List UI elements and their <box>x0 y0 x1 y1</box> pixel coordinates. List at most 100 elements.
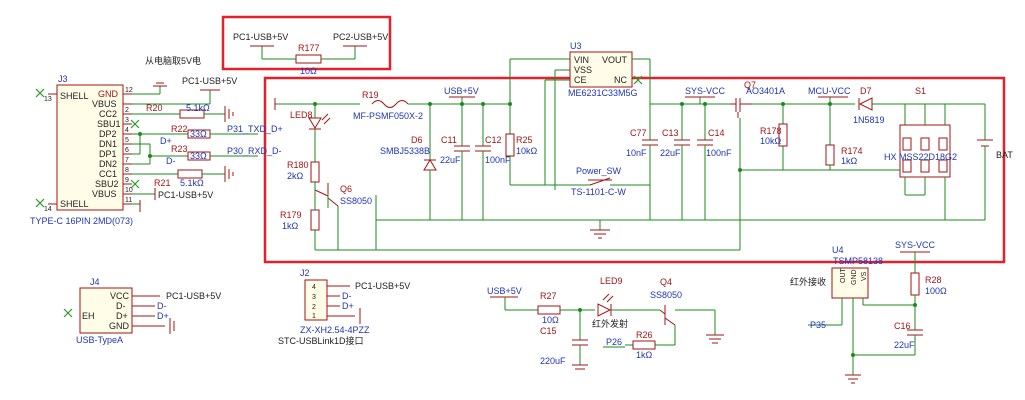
j3-pin-dn1: DN1 <box>99 139 117 149</box>
power-sw-label: Power_SW <box>576 166 622 176</box>
r174-value: 1kΩ <box>841 156 858 166</box>
j3-connector: J3 TYPE-C 16PIN 2MD(073) SHELL VBUS CC2 … <box>30 74 140 226</box>
j4-dminus: D- <box>157 301 167 311</box>
j3-pin-gnd: GND <box>98 89 119 99</box>
svg-text:12: 12 <box>125 87 133 94</box>
svg-text:4: 4 <box>312 284 316 291</box>
pc1-usb-label-top: PC1-USB+5V <box>233 32 288 42</box>
c14-label: C14 <box>708 128 725 138</box>
svg-text:4: 4 <box>125 127 129 134</box>
u3-nc: NC <box>614 75 627 85</box>
q7-label: Q7 <box>744 80 756 90</box>
j4-connector: J4 USB-TypeA VCC D- D+ GND EH PC1-USB+5V… <box>63 277 221 345</box>
r177-value: 10Ω <box>300 66 317 76</box>
r26-value: 1kΩ <box>636 350 653 360</box>
r20-value: 5.1kΩ <box>186 103 210 113</box>
r177-label: R177 <box>298 43 320 53</box>
no-connect-icon <box>35 88 140 208</box>
j3-pin-shell-bottom: SHELL <box>60 199 89 209</box>
svg-text:2: 2 <box>125 107 129 114</box>
r20-label: R20 <box>146 103 163 113</box>
r25-label: R25 <box>516 135 533 145</box>
svg-text:3: 3 <box>125 117 129 124</box>
mcu-vcc-label: MCU-VCC <box>808 86 851 96</box>
r19-part: MF-PSMF050X-2 <box>353 111 423 121</box>
dplus-label: D+ <box>160 136 172 146</box>
d6-label: D6 <box>411 135 423 145</box>
r28-value: 100Ω <box>925 286 947 296</box>
u4-pin-gnd: GND <box>851 269 858 285</box>
svg-text:11: 11 <box>125 197 132 204</box>
j2-part: ZX-XH2.54-4PZZ <box>300 325 370 335</box>
usb5v-label: USB+5V <box>444 86 479 96</box>
u3-vss: VSS <box>574 65 592 75</box>
j3-pin-dp2: DP2 <box>99 129 117 139</box>
u3-vout: VOUT <box>602 55 628 65</box>
j2-dminus: D- <box>342 291 352 301</box>
c12-value: 100nF <box>485 155 511 165</box>
s1-part: HX MSS22D18G2 <box>884 152 957 162</box>
svg-text:2: 2 <box>312 304 316 311</box>
j4-pc1-label: PC1-USB+5V <box>166 291 221 301</box>
u4-pin-vs: VS <box>861 271 868 281</box>
c14-value: 100nF <box>706 148 732 158</box>
c77-value: 10nF <box>626 148 647 158</box>
r19-label: R19 <box>362 90 379 100</box>
u3-label: U3 <box>570 41 582 51</box>
ir-rx-section: U4 TSMP58138 红外接收 OUT GND VS P35 SYS-VCC… <box>790 240 947 384</box>
ir-tx-section: USB+5V R27 10Ω C15 220uF LED9 红外发射 <box>487 276 724 370</box>
highlight-box-power <box>263 76 1006 264</box>
j3-wiring: 从电脑取5V电 PC1-USB+5V R20 5.1kΩ R22 33Ω D+ … <box>132 55 283 212</box>
sys-vcc-label: SYS-VCC <box>685 86 726 96</box>
u3-vin: VIN <box>574 55 589 65</box>
r180-value: 2kΩ <box>287 171 304 181</box>
u3-ce: CE <box>574 75 587 85</box>
r180-label: R180 <box>287 160 309 170</box>
j3-pin-cc2: CC2 <box>99 109 117 119</box>
r179-value: 1kΩ <box>282 221 299 231</box>
p26-label: P26 <box>606 337 622 347</box>
j4-dplus: D+ <box>157 311 169 321</box>
r23-value: 33Ω <box>190 151 207 161</box>
svg-text:3: 3 <box>312 294 316 301</box>
j4-pin-dminus: D- <box>116 301 126 311</box>
svg-text:1: 1 <box>312 313 316 320</box>
led9-label: LED9 <box>600 276 623 286</box>
svg-text:14: 14 <box>44 206 52 213</box>
j3-label: J3 <box>58 74 68 84</box>
r174-label: R174 <box>841 146 863 156</box>
c12-label: C12 <box>485 135 502 145</box>
c13-label: C13 <box>662 128 679 138</box>
r21-value: 5.1kΩ <box>180 178 204 188</box>
r178-label: R178 <box>760 126 782 136</box>
r25-value: 10kΩ <box>516 146 538 156</box>
c15-value: 220uF <box>540 356 566 366</box>
r22-label: R22 <box>171 124 188 134</box>
j4-eh: EH <box>82 311 95 321</box>
svg-text:8: 8 <box>125 167 129 174</box>
c16-label: C16 <box>894 321 911 331</box>
j2-connector: J2 4 3 2 1 PC1-USB+5V D- D+ ZX-XH2.54-4P… <box>278 268 410 346</box>
j2-desc: STC-USBLink1D接口 <box>278 335 364 346</box>
r178-value: 10kΩ <box>760 136 782 146</box>
r177-block: PC1-USB+5V PC2-USB+5V R177 10Ω <box>233 32 388 76</box>
q6-label: Q6 <box>340 184 352 194</box>
c77-label: C77 <box>630 128 647 138</box>
r27-value: 10Ω <box>542 315 559 325</box>
j3-pin-dp1: DP1 <box>99 149 117 159</box>
svg-text:13: 13 <box>44 96 52 103</box>
svg-text:9: 9 <box>125 177 129 184</box>
j3-pin-sbu2: SBU2 <box>95 179 119 189</box>
power-sw-part: TS-1101-C-W <box>571 187 626 197</box>
c11-label: C11 <box>441 135 457 145</box>
d7-label: D7 <box>860 86 872 96</box>
q6-part: SS8050 <box>340 196 372 206</box>
highlight-box-pc-usb <box>221 15 392 71</box>
j3-pin-shell-top: SHELL <box>60 91 89 101</box>
u4-part: TSMP58138 <box>833 256 883 266</box>
p30-label: P30_RXD_D- <box>227 146 282 156</box>
j3-pin-cc1: CC1 <box>99 169 117 179</box>
d7-part: 1N5819 <box>853 115 885 125</box>
j4-pin-vcc: VCC <box>110 291 130 301</box>
